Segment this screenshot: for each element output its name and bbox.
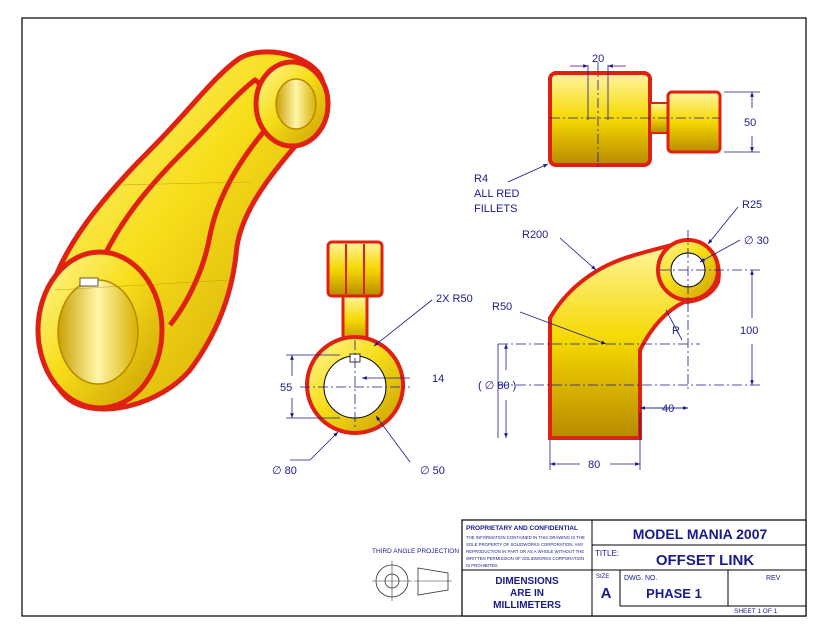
- dim-50-width: 50: [744, 117, 756, 129]
- dim-r25: R25: [742, 199, 762, 211]
- dim-14: 14: [432, 373, 444, 385]
- proprietary-text-1: THE INFORMATION CONTAINED IN THIS DRAWIN…: [466, 535, 585, 540]
- dim-40: 40: [662, 403, 674, 415]
- fillet-note-line2: ALL RED: [474, 188, 520, 200]
- iso-keyway: [79, 277, 99, 287]
- drawing-title: OFFSET LINK: [656, 552, 754, 569]
- size-label: SIZE: [596, 574, 609, 580]
- dim-r50: R50: [492, 301, 512, 313]
- proprietary-text-3: REPRODUCTION IN PART OR AS A WHOLE WITHO…: [466, 549, 584, 554]
- fillet-note-line1: R4: [474, 173, 488, 185]
- fillet-note-line3: FILLETS: [474, 203, 517, 215]
- dim-80: 80: [588, 459, 600, 471]
- side-view: R25 ∅ 30 R200 R50 R 100 ( ∅ 80 ) 40 80: [478, 199, 769, 471]
- proprietary-text-2: SOLE PROPERTY OF SOLIDWORKS CORPORATION.…: [466, 542, 584, 547]
- iso-hub-bore: [57, 279, 139, 385]
- dim-dia50: ∅ 50: [420, 465, 445, 477]
- title-label: TITLE:: [595, 549, 619, 558]
- dim-2x-r50: 2X R50: [436, 293, 473, 305]
- proprietary-text-5: IS PROHIBITED.: [466, 563, 499, 568]
- dim-100: 100: [740, 325, 758, 337]
- dimensions-line2: ARE IN: [510, 588, 544, 599]
- dim-r200: R200: [522, 229, 548, 241]
- dim-dia30: ∅ 30: [744, 235, 769, 247]
- proprietary-title: PROPRIETARY AND CONFIDENTIAL: [466, 525, 578, 532]
- dimensions-line1: DIMENSIONS: [495, 576, 559, 587]
- front-view-top-boss: [326, 240, 384, 298]
- dwg-no-label: DWG. NO.: [624, 575, 657, 582]
- proprietary-text-4: WRITTEN PERMISSION OF SOLIDWORKS CORPORA…: [466, 556, 584, 561]
- dim-dia80-ref: ( ∅ 80 ): [478, 380, 516, 392]
- dim-dia80: ∅ 80: [272, 465, 297, 477]
- third-angle-label: THIRD ANGLE PROJECTION: [372, 548, 459, 555]
- front-view: 2X R50 55 14 ∅ 80 ∅ 50: [272, 240, 473, 477]
- dimensions-line3: MILLIMETERS: [493, 600, 561, 611]
- top-view-boss: [666, 90, 722, 154]
- third-angle-symbol: [372, 561, 452, 601]
- dwg-no-value: PHASE 1: [646, 586, 702, 601]
- dim-20: 20: [592, 53, 604, 65]
- iso-top-bore: [275, 78, 317, 130]
- sheet-count: SHEET 1 OF 1: [734, 608, 778, 615]
- isometric-view: [35, 49, 331, 412]
- top-view: 20 50 R4 ALL RED FILLETS: [474, 53, 760, 215]
- dim-r: R: [672, 325, 680, 337]
- dim-55: 55: [280, 382, 292, 394]
- sheet-border: [21, 17, 807, 617]
- size-value: A: [601, 585, 612, 602]
- company-name: MODEL MANIA 2007: [633, 526, 768, 542]
- top-view-hub: [548, 71, 652, 167]
- rev-label: REV: [766, 575, 781, 582]
- title-block: THIRD ANGLE PROJECTION PROPRIETARY AND C…: [372, 519, 807, 617]
